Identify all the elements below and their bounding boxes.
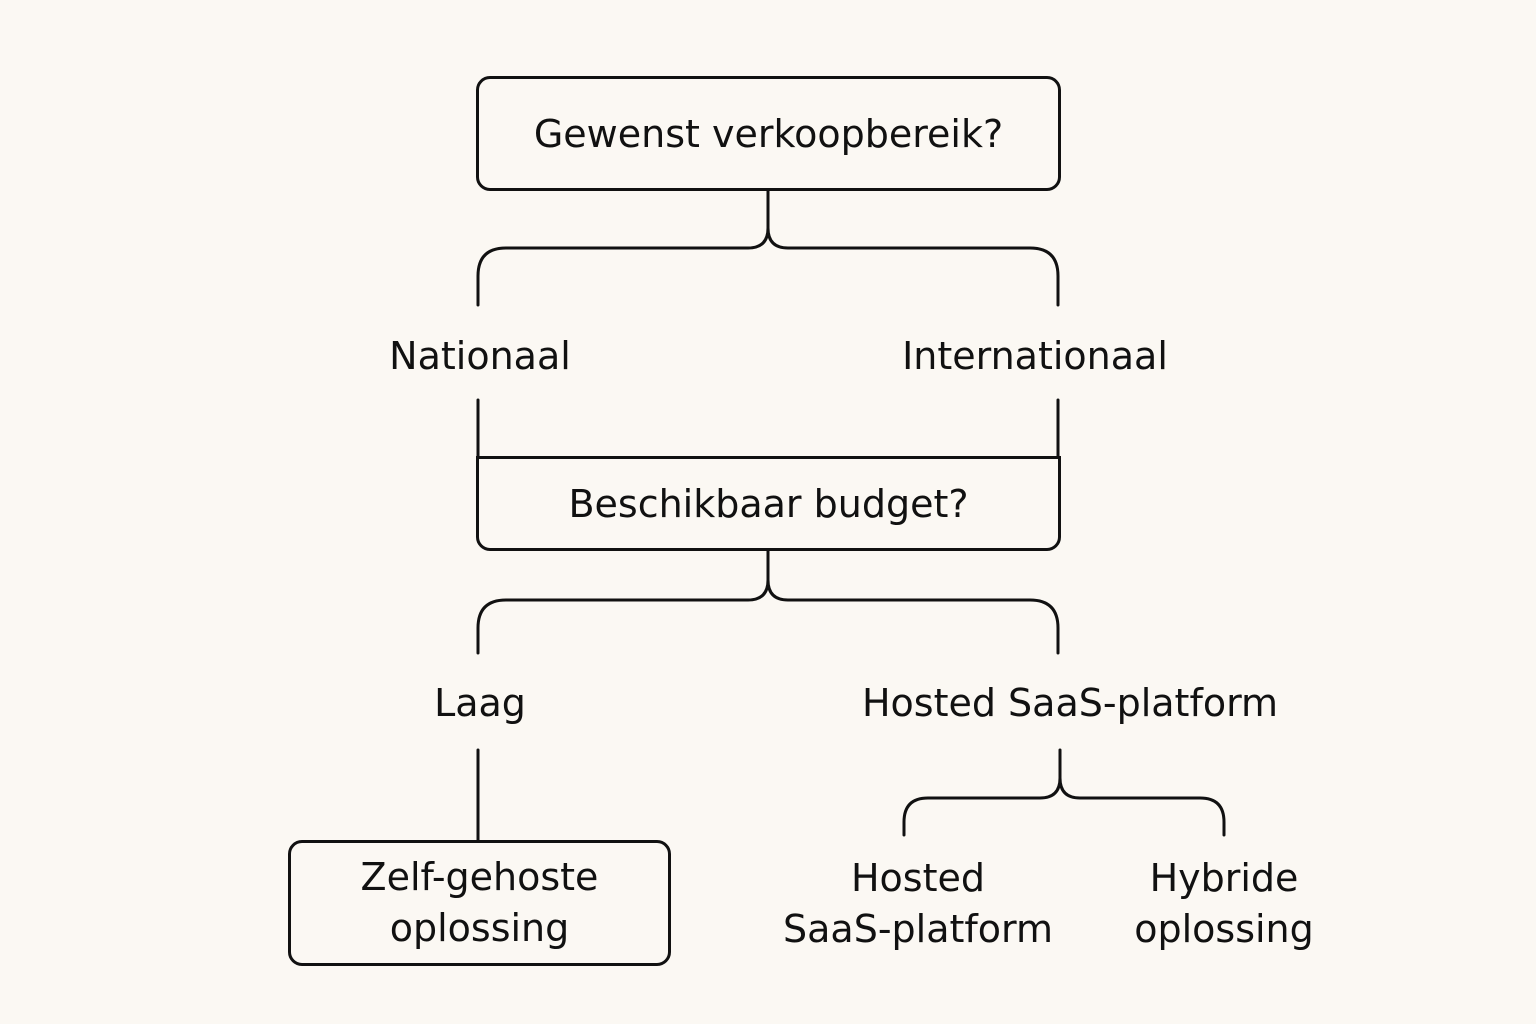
outcome-hybrid-line-2: oplossing bbox=[1134, 907, 1314, 951]
budget-question-text: Beschikbaar budget? bbox=[568, 481, 969, 526]
connector-reach-to-budget bbox=[476, 398, 1060, 460]
outcome-self-hosted-box: Zelf-gehoste oplossing bbox=[288, 840, 671, 966]
budget-option-low: Laag bbox=[380, 677, 580, 729]
connector-root-to-reach bbox=[476, 188, 1060, 307]
connector-hosted-to-outcomes bbox=[902, 748, 1226, 837]
reach-option-national: Nationaal bbox=[330, 330, 630, 382]
reach-option-international: Internationaal bbox=[875, 330, 1195, 382]
outcome-self-hosted-line-2: oplossing bbox=[389, 906, 570, 950]
outcome-hosted-saas-line-1: Hosted bbox=[850, 856, 986, 900]
outcome-hybrid: Hybride oplossing bbox=[1104, 852, 1344, 956]
outcome-hosted-saas: Hosted SaaS-platform bbox=[758, 852, 1078, 956]
outcome-hosted-saas-line-2: SaaS-platform bbox=[783, 907, 1053, 951]
outcome-self-hosted-line-1: Zelf-gehoste bbox=[360, 855, 599, 899]
budget-option-hosted-saas-text: Hosted SaaS-platform bbox=[861, 681, 1279, 725]
budget-option-low-text: Laag bbox=[434, 681, 526, 725]
root-question-box: Gewenst verkoopbereik? bbox=[476, 76, 1061, 191]
budget-option-hosted-saas: Hosted SaaS-platform bbox=[820, 677, 1320, 729]
reach-option-national-text: Nationaal bbox=[389, 334, 571, 378]
connector-budget-to-options bbox=[476, 548, 1060, 655]
outcome-hybrid-line-1: Hybride bbox=[1149, 856, 1299, 900]
root-question-text: Gewenst verkoopbereik? bbox=[533, 111, 1004, 156]
budget-question-box: Beschikbaar budget? bbox=[476, 456, 1061, 551]
reach-option-international-text: Internationaal bbox=[902, 334, 1168, 378]
